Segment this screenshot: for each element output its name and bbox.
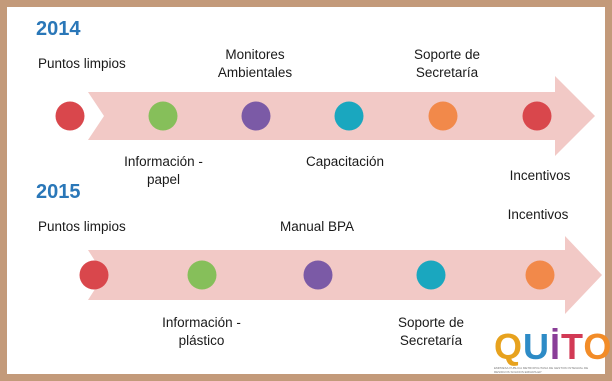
- logo-caption: EMPRESA PUBLICA METROPOLITANA DE GESTION…: [494, 366, 589, 374]
- milestone-dot-2015-4: [416, 260, 446, 290]
- quito-logo: QUİTO: [494, 326, 612, 367]
- year-label-2014: 2014: [36, 18, 81, 40]
- milestone-dot-2015-3: [303, 260, 333, 290]
- milestone-dot-2014-3: [241, 101, 271, 131]
- milestone-dot-2014-5: [428, 101, 458, 131]
- milestone-label-2014-incentivos: Incentivos: [509, 168, 571, 183]
- timeline-arrow-2015: [88, 236, 602, 314]
- milestone-dot-2014-2: [148, 101, 178, 131]
- milestone-label-2015-manual-bpa: Manual BPA: [279, 219, 355, 234]
- milestone-label-2014-monitores-ambientales: Monitores Ambientales: [217, 47, 293, 80]
- milestone-label-2015-puntos-limpios: Puntos limpios: [38, 219, 126, 234]
- milestone-label-2014-capacitacion: Capacitación: [305, 154, 385, 169]
- milestone-label-2014-soporte-secretaria: Soporte de Secretaría: [413, 47, 481, 80]
- milestone-label-2014-informacion-papel: Información - papel: [124, 154, 203, 187]
- milestone-dot-2015-1: [79, 260, 109, 290]
- year-label-2015: 2015: [36, 181, 81, 203]
- milestone-dot-2015-5: [525, 260, 555, 290]
- milestone-dot-2015-2: [187, 260, 217, 290]
- milestone-dot-2014-4: [334, 101, 364, 131]
- milestone-label-2014-puntos-limpios: Puntos limpios: [38, 56, 126, 71]
- milestone-dot-2014-6: [522, 101, 552, 131]
- milestone-dot-2014-1: [55, 101, 85, 131]
- milestone-label-2015-incentivos: Incentivos: [507, 207, 569, 222]
- milestone-label-2015-soporte-secretaria: Soporte de Secretaría: [397, 315, 465, 348]
- milestone-label-2015-informacion-plastico: Información - plástico: [162, 315, 241, 348]
